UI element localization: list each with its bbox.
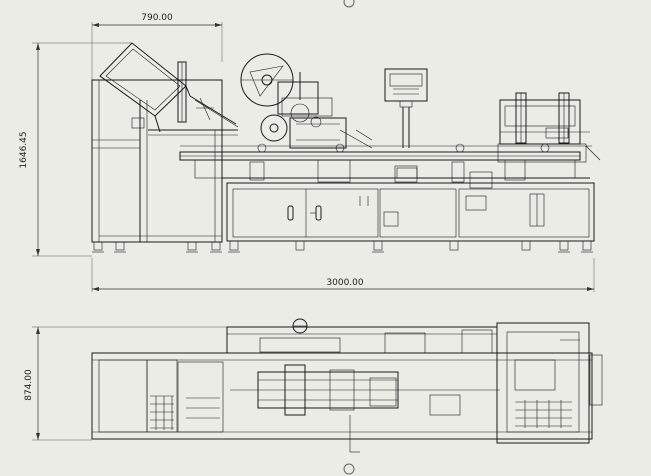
backing-reel	[260, 114, 288, 142]
outfeed-grid	[515, 400, 572, 428]
infeed-frame	[91, 42, 239, 253]
top-plan-view	[91, 318, 603, 453]
dimension-frame-width: 790.00	[91, 13, 223, 80]
dimension-overall-depth: 874.00	[24, 326, 230, 441]
main-cabinet	[226, 182, 595, 253]
bottom-resize-handle[interactable]	[343, 463, 355, 475]
outfeed-stations	[497, 92, 601, 163]
conveyor	[179, 143, 592, 189]
front-elevation-view	[91, 42, 601, 253]
dim-frame-width-label: 790.00	[141, 13, 173, 23]
labeling-head	[240, 53, 373, 149]
infeed-grid	[150, 395, 174, 430]
door-handle-left	[287, 205, 294, 221]
dim-overall-depth-label: 874.00	[24, 369, 34, 401]
dimension-overall-length: 3000.00	[91, 258, 595, 292]
control-panel	[384, 68, 428, 179]
dim-overall-height-label: 1646.45	[19, 131, 29, 168]
dim-overall-length-label: 3000.00	[326, 278, 363, 288]
dimension-overall-height: 1646.45	[19, 42, 132, 257]
top-resize-handle[interactable]	[343, 0, 355, 8]
door-handle-right	[315, 205, 322, 221]
